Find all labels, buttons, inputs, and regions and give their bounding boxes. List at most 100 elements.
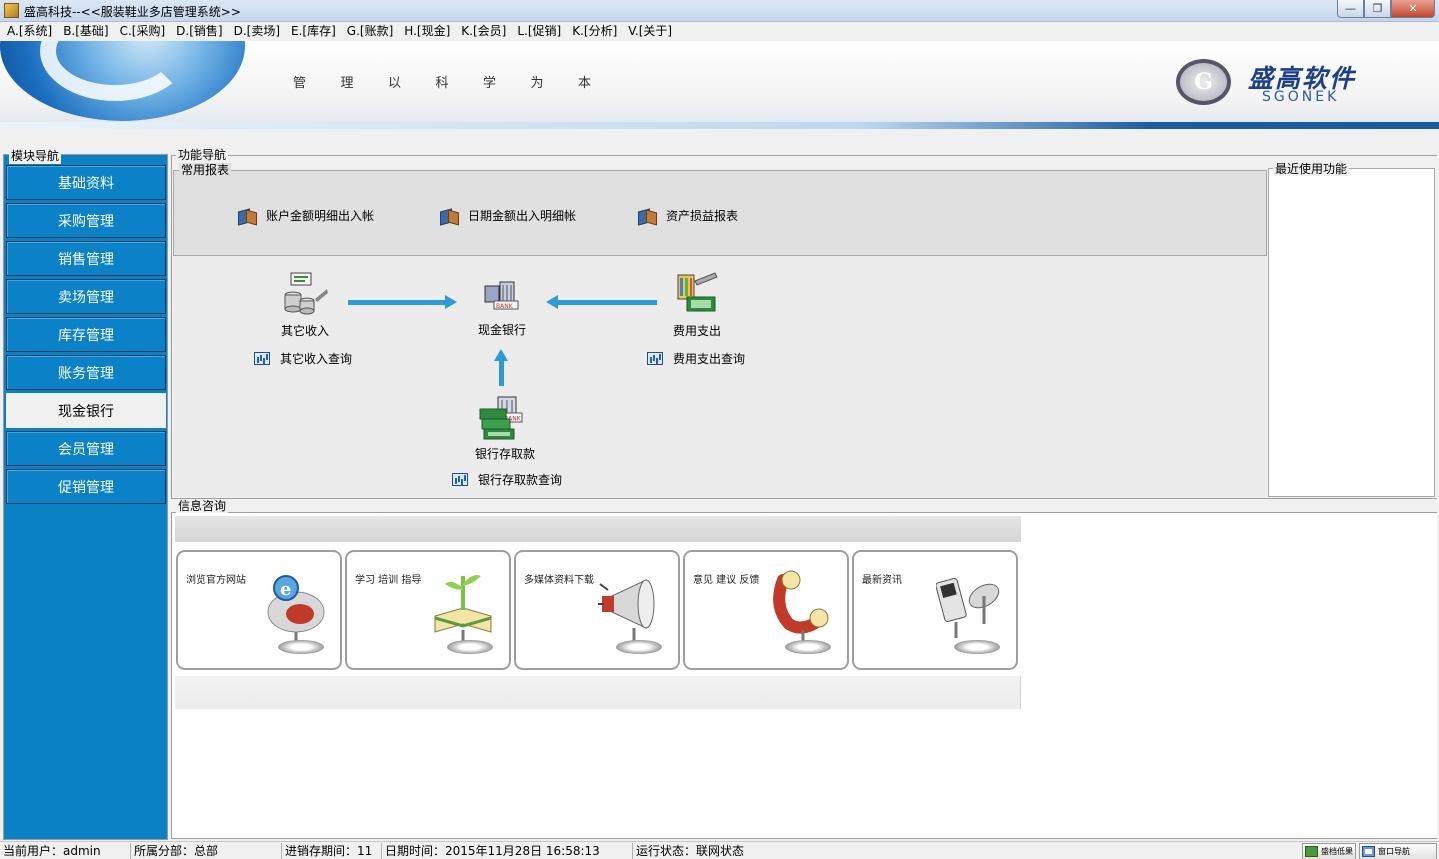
- bank-deposit-icon[interactable]: BANK: [478, 395, 524, 441]
- card-pedestal: [954, 640, 1000, 654]
- report-date-detail[interactable]: 日期金额出入明细帐: [439, 207, 576, 224]
- recent-functions-panel: [1268, 168, 1435, 497]
- report-books-icon: [237, 208, 257, 224]
- slogan-char: 本: [578, 76, 592, 91]
- company-logo-icon: G: [1176, 59, 1231, 105]
- info-card-training[interactable]: 学习 培训 指导: [345, 550, 511, 670]
- status-button-1[interactable]: 盛档低果: [1302, 843, 1356, 859]
- menu-basic[interactable]: B.[基础]: [63, 24, 109, 38]
- book-sprout-icon: [434, 575, 492, 642]
- card-title: 多媒体资料下载: [524, 575, 594, 586]
- nav-item-accounts[interactable]: 账务管理: [6, 355, 166, 390]
- arrow-income-to-cash: [348, 295, 457, 309]
- arrow-expense-to-cash: [546, 295, 657, 309]
- company-logo-en: SGONEK: [1262, 89, 1340, 105]
- menu-inventory[interactable]: E.[库存]: [291, 24, 336, 38]
- slogan-char: 以: [388, 76, 402, 91]
- menu-system[interactable]: A.[系统]: [7, 24, 53, 38]
- svg-text:e: e: [280, 579, 291, 600]
- nav-item-sales[interactable]: 销售管理: [6, 241, 166, 276]
- window-nav-button[interactable]: 窗口导航: [1359, 843, 1437, 859]
- coins-icon[interactable]: [283, 271, 329, 317]
- menu-analysis[interactable]: K.[分析]: [572, 24, 618, 38]
- common-reports-panel: [173, 170, 1267, 256]
- info-card-website[interactable]: 浏览官方网站 e: [176, 550, 342, 670]
- other-income-query-link[interactable]: 其它收入查询: [254, 350, 352, 367]
- card-title: 最新资讯: [862, 575, 902, 586]
- query-label: 费用支出查询: [673, 352, 746, 366]
- nav-item-member[interactable]: 会员管理: [6, 431, 166, 466]
- status-state: 运行状态：联网状态: [632, 843, 1235, 859]
- info-consulting-label: 信息咨询: [176, 499, 229, 513]
- card-pedestal: [447, 640, 493, 654]
- menu-cash[interactable]: H.[现金]: [404, 24, 451, 38]
- status-period: 进销存期间：11: [281, 843, 378, 859]
- info-card-feedback[interactable]: 意见 建议 反馈: [683, 550, 849, 670]
- telephone-icon: [773, 570, 829, 642]
- nav-item-cash-bank[interactable]: 现金银行: [6, 393, 166, 428]
- cash-flow-diagram: [173, 256, 1267, 497]
- report-books-icon: [637, 208, 657, 224]
- module-nav-label: 模块导航: [9, 147, 62, 164]
- menu-store[interactable]: D.[卖场]: [233, 24, 281, 38]
- card-pedestal: [785, 640, 831, 654]
- expense-label[interactable]: 费用支出: [673, 324, 722, 338]
- status-button-label: 盛档低果: [1321, 847, 1353, 856]
- menu-about[interactable]: V.[关于]: [628, 24, 673, 38]
- status-datetime: 日期时间：2015年11月28日 16:58:13: [381, 843, 629, 859]
- nav-item-promotion[interactable]: 促销管理: [6, 469, 166, 504]
- company-logo-cn: 盛高软件: [1248, 64, 1357, 93]
- bank-deposit-query-link[interactable]: 银行存取款查询: [452, 471, 562, 488]
- recent-functions-label: 最近使用功能: [1273, 162, 1350, 176]
- menu-bar: A.[系统] B.[基础] C.[采购] D.[销售] D.[卖场] E.[库存…: [0, 22, 1439, 41]
- card-title: 意见 建议 反馈: [693, 575, 760, 586]
- card-pedestal: [278, 640, 324, 654]
- bank-icon[interactable]: BANK: [480, 280, 520, 312]
- report-label: 日期金额出入明细帐: [468, 209, 577, 223]
- report-profit-loss[interactable]: 资产损益报表: [637, 207, 738, 224]
- cash-bank-label[interactable]: 现金银行: [478, 323, 527, 337]
- status-button-icon: [1305, 846, 1318, 857]
- nav-item-purchase[interactable]: 采购管理: [6, 203, 166, 238]
- bank-deposit-label[interactable]: 银行存取款: [475, 447, 536, 461]
- card-pedestal: [616, 640, 662, 654]
- menu-member[interactable]: K.[会员]: [461, 24, 507, 38]
- menu-promotion[interactable]: L.[促销]: [517, 24, 562, 38]
- query-label: 其它收入查询: [280, 352, 353, 366]
- report-label: 账户金额明细出入帐: [266, 209, 375, 223]
- minimize-button[interactable]: —: [1337, 0, 1364, 18]
- report-chart-icon: [452, 473, 468, 486]
- expense-icon[interactable]: [675, 271, 721, 317]
- menu-accounts[interactable]: G.[账款]: [346, 24, 394, 38]
- status-bar: 当前用户：admin 所属分部：总部 进销存期间：11 日期时间：2015年11…: [0, 841, 1439, 859]
- report-books-icon: [439, 208, 459, 224]
- slogan-char: 学: [483, 76, 497, 91]
- slogan: 管 理 以 科 学 为 本: [293, 72, 626, 91]
- other-income-label[interactable]: 其它收入: [281, 324, 330, 338]
- nav-item-store[interactable]: 卖场管理: [6, 279, 166, 314]
- slogan-char: 管: [293, 76, 307, 91]
- query-label: 银行存取款查询: [478, 473, 563, 487]
- report-account-detail[interactable]: 账户金额明细出入帐: [237, 207, 374, 224]
- restore-button[interactable]: ❐: [1364, 0, 1391, 18]
- nav-item-inventory[interactable]: 库存管理: [6, 317, 166, 352]
- module-nav-panel: 基础资料 采购管理 销售管理 卖场管理 库存管理 账务管理 现金银行 会员管理 …: [3, 154, 168, 840]
- info-bottom-band: [175, 676, 1021, 709]
- info-card-multimedia[interactable]: 多媒体资料下载: [514, 550, 680, 670]
- report-label: 资产损益报表: [666, 209, 739, 223]
- report-chart-icon: [254, 352, 270, 365]
- phone-satellite-icon: [936, 578, 1000, 638]
- slogan-char: 科: [435, 76, 449, 91]
- close-button[interactable]: ✕: [1391, 0, 1435, 18]
- function-nav-label: 功能导航: [176, 148, 229, 162]
- slogan-char: 理: [340, 76, 354, 91]
- window-title: 盛高科技--<<服装鞋业多店管理系统>>: [24, 5, 241, 19]
- expense-query-link[interactable]: 费用支出查询: [647, 350, 745, 367]
- nav-item-basic[interactable]: 基础资料: [6, 165, 166, 200]
- window-controls: — ❐ ✕: [1337, 0, 1435, 18]
- svg-text:BANK: BANK: [496, 303, 514, 310]
- menu-purchase[interactable]: C.[采购]: [119, 24, 166, 38]
- menu-sales[interactable]: D.[销售]: [176, 24, 223, 38]
- info-card-news[interactable]: 最新资讯: [852, 550, 1018, 670]
- arrow-bank-to-cash: [494, 349, 508, 386]
